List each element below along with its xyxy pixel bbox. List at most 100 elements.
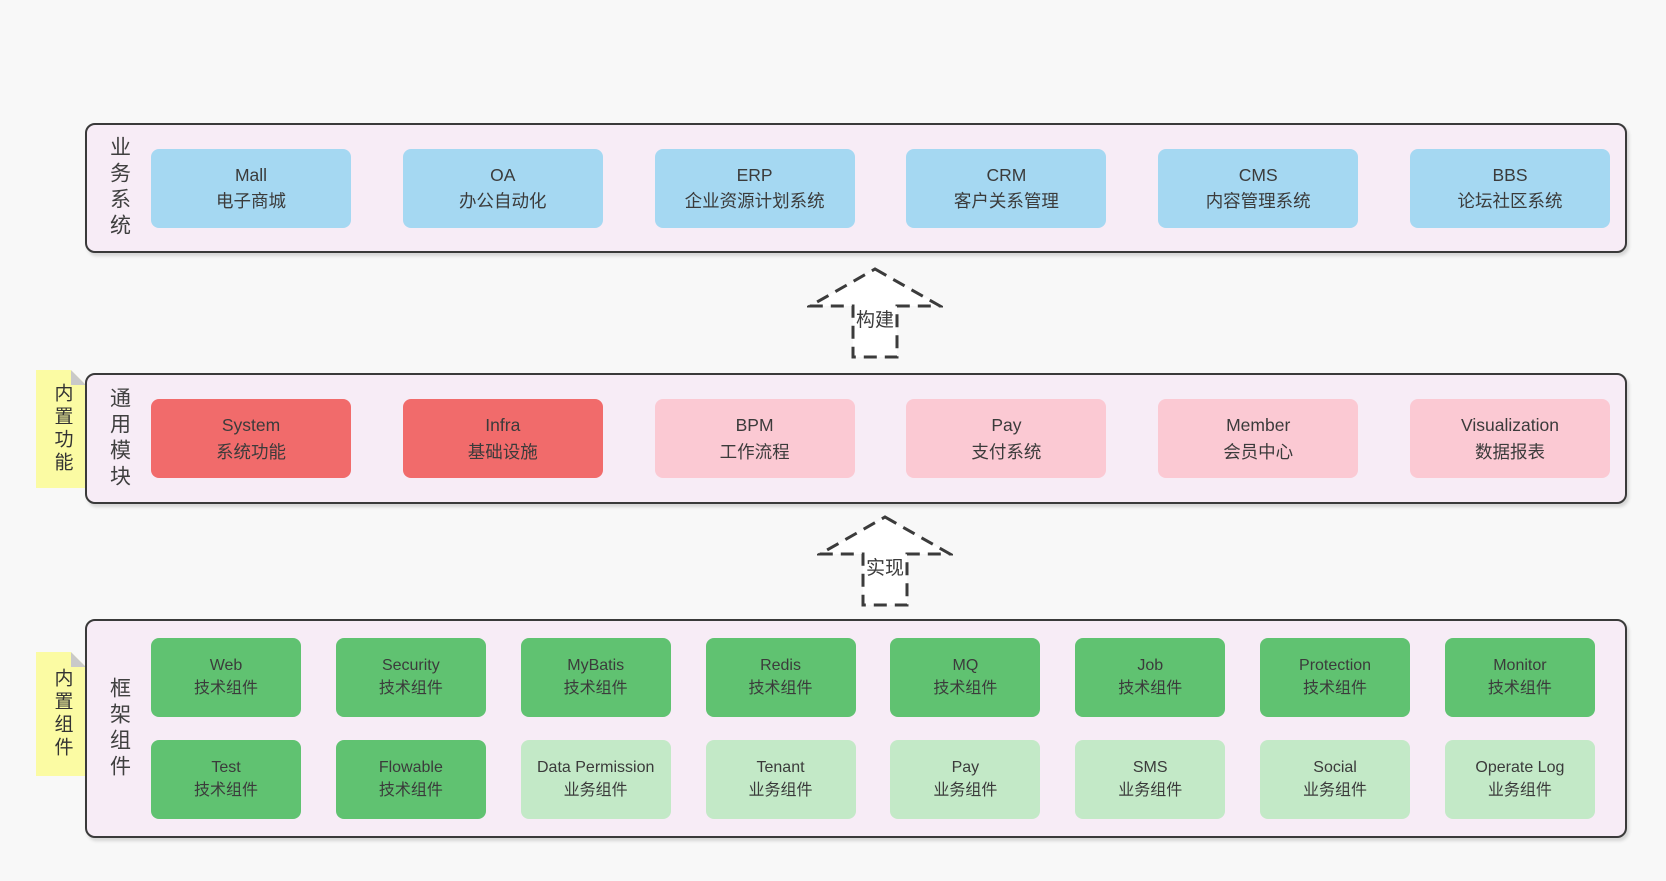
box-title: SMS bbox=[1132, 759, 1168, 777]
box-title: BBS bbox=[1492, 164, 1528, 185]
layer-label-column: 框架组件 bbox=[87, 677, 151, 781]
box-data-permission: Data Permission 业务组件 bbox=[520, 740, 671, 819]
box-subtitle: 技术组件 bbox=[563, 679, 628, 697]
box-title: MyBatis bbox=[567, 657, 625, 675]
box-title: Redis bbox=[760, 657, 801, 675]
layer-business-systems-label: 业务系统 bbox=[107, 136, 131, 240]
common-modules-boxes: System 系统功能 Infra 基础设施 BPM 工作流程 Pay 支付系统… bbox=[151, 399, 1625, 478]
business-systems-container: 业务系统 Mall 电子商城 OA 办公自动化 ERP 企业资源计划系统 CRM… bbox=[85, 123, 1627, 253]
box-subtitle: 业务组件 bbox=[1118, 781, 1183, 799]
box-subtitle: 业务组件 bbox=[933, 781, 998, 799]
layer-label-column: 业务系统 bbox=[87, 136, 151, 240]
box-title: System bbox=[221, 415, 281, 436]
box-social: Social 业务组件 bbox=[1260, 740, 1411, 819]
business-systems-boxes: Mall 电子商城 OA 办公自动化 ERP 企业资源计划系统 CRM 客户关系… bbox=[151, 148, 1625, 228]
build-arrow-label: 构建 bbox=[856, 309, 894, 331]
box-visualization: Visualization 数据报表 bbox=[1409, 399, 1610, 478]
box-crm: CRM 客户关系管理 bbox=[906, 148, 1107, 228]
layer-common-modules-label: 通用模块 bbox=[107, 386, 131, 491]
box-system: System 系统功能 bbox=[151, 399, 351, 478]
layer-framework-components-label: 框架组件 bbox=[107, 676, 131, 781]
implement-arrow-label: 实现 bbox=[866, 557, 904, 579]
box-subtitle: 技术组件 bbox=[933, 679, 998, 697]
box-title: CRM bbox=[986, 164, 1027, 185]
box-subtitle: 数据报表 bbox=[1474, 441, 1545, 462]
box-subtitle: 会员中心 bbox=[1223, 441, 1294, 462]
box-subtitle: 企业资源计划系统 bbox=[684, 191, 825, 211]
box-title: Tenant bbox=[756, 759, 805, 777]
box-title: Protection bbox=[1299, 657, 1372, 675]
box-bbs: BBS 论坛社区系统 bbox=[1409, 148, 1610, 228]
box-subtitle: 业务组件 bbox=[563, 781, 628, 799]
box-subtitle: 内容管理系统 bbox=[1205, 191, 1311, 211]
box-member: Member 会员中心 bbox=[1158, 399, 1359, 478]
box-title: BPM bbox=[735, 415, 774, 436]
box-infra: Infra 基础设施 bbox=[402, 399, 603, 478]
box-title: Member bbox=[1226, 415, 1291, 436]
box-title: Test bbox=[211, 759, 241, 777]
box-subtitle: 技术组件 bbox=[193, 679, 258, 697]
box-title: Data Permission bbox=[537, 759, 655, 777]
box-subtitle: 电子商城 bbox=[216, 191, 286, 211]
sticky-fold-icon bbox=[71, 370, 86, 385]
box-subtitle: 技术组件 bbox=[193, 781, 258, 799]
box-subtitle: 技术组件 bbox=[1118, 679, 1183, 697]
box-subtitle: 客户关系管理 bbox=[953, 191, 1059, 211]
framework-components-container: 框架组件 Web 技术组件 Security 技术组件 MyBatis 技术组件… bbox=[85, 619, 1627, 838]
box-subtitle: 业务组件 bbox=[1487, 781, 1552, 799]
box-title: Flowable bbox=[378, 759, 443, 777]
box-cms: CMS 内容管理系统 bbox=[1158, 148, 1359, 228]
box-redis: Redis 技术组件 bbox=[705, 638, 856, 717]
box-title: Pay bbox=[951, 759, 980, 777]
box-subtitle: 技术组件 bbox=[1487, 679, 1552, 697]
box-subtitle: 支付系统 bbox=[971, 441, 1042, 462]
box-title: Security bbox=[381, 657, 440, 675]
box-job: Job 技术组件 bbox=[1075, 638, 1226, 717]
box-title: CMS bbox=[1238, 164, 1278, 185]
builtin-features-sticky: 内置功能 bbox=[36, 370, 86, 488]
box-title: Monitor bbox=[1493, 657, 1547, 675]
box-title: Mall bbox=[234, 164, 268, 185]
layer-label-column: 通用模块 bbox=[87, 387, 151, 491]
implement-arrow-icon: 实现 bbox=[817, 515, 953, 607]
common-modules-container: 通用模块 System 系统功能 Infra 基础设施 BPM 工作流程 Pay… bbox=[85, 373, 1627, 504]
box-title: Operate Log bbox=[1475, 759, 1565, 777]
box-subtitle: 技术组件 bbox=[748, 679, 813, 697]
box-subtitle: 技术组件 bbox=[378, 781, 443, 799]
box-web: Web 技术组件 bbox=[151, 638, 301, 717]
build-arrow-icon: 构建 bbox=[807, 267, 943, 359]
box-mq: MQ 技术组件 bbox=[890, 638, 1041, 717]
box-title: Infra bbox=[485, 415, 521, 436]
box-title: OA bbox=[490, 164, 516, 185]
box-subtitle: 基础设施 bbox=[467, 441, 538, 462]
box-subtitle: 办公自动化 bbox=[459, 191, 547, 211]
box-subtitle: 工作流程 bbox=[719, 441, 790, 462]
sticky-fold-icon bbox=[71, 652, 86, 667]
box-mybatis: MyBatis 技术组件 bbox=[520, 638, 671, 717]
builtin-components-label: 内置组件 bbox=[51, 668, 73, 760]
box-subtitle: 业务组件 bbox=[748, 781, 813, 799]
box-test: Test 技术组件 bbox=[151, 740, 301, 819]
box-flowable: Flowable 技术组件 bbox=[335, 740, 486, 819]
box-subtitle: 系统功能 bbox=[216, 441, 286, 462]
builtin-features-label: 内置功能 bbox=[51, 383, 73, 475]
box-bpm: BPM 工作流程 bbox=[654, 399, 855, 478]
box-tenant: Tenant 业务组件 bbox=[705, 740, 856, 819]
box-title: Visualization bbox=[1461, 415, 1559, 436]
framework-components-rows: Web 技术组件 Security 技术组件 MyBatis 技术组件 Redi… bbox=[151, 638, 1625, 819]
framework-components-row2: Test 技术组件 Flowable 技术组件 Data Permission … bbox=[151, 740, 1610, 819]
box-title: Social bbox=[1313, 759, 1357, 777]
box-subtitle: 论坛社区系统 bbox=[1457, 191, 1563, 211]
box-mall: Mall 电子商城 bbox=[151, 148, 351, 228]
box-sms: SMS 业务组件 bbox=[1075, 740, 1226, 819]
box-title: Pay bbox=[991, 415, 1022, 436]
box-subtitle: 技术组件 bbox=[378, 679, 443, 697]
box-title: Web bbox=[209, 657, 243, 675]
box-subtitle: 技术组件 bbox=[1303, 679, 1368, 697]
box-security: Security 技术组件 bbox=[335, 638, 486, 717]
framework-components-row1: Web 技术组件 Security 技术组件 MyBatis 技术组件 Redi… bbox=[151, 638, 1610, 717]
builtin-components-sticky: 内置组件 bbox=[36, 652, 86, 776]
box-operate-log: Operate Log 业务组件 bbox=[1444, 740, 1595, 819]
box-title: Job bbox=[1137, 657, 1164, 675]
box-erp: ERP 企业资源计划系统 bbox=[654, 148, 855, 228]
